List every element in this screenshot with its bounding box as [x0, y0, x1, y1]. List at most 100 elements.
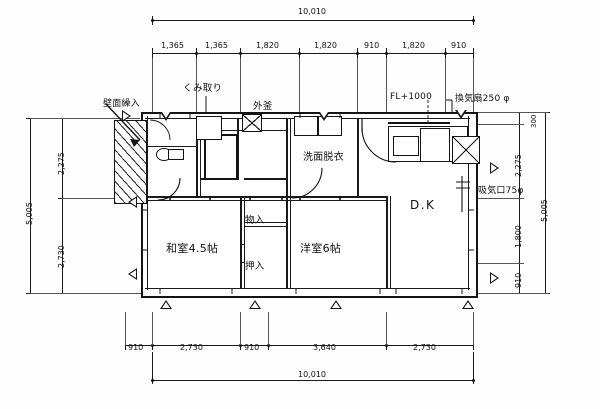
- right-dim-1: 300: [530, 114, 538, 128]
- bottom-overall-dim-label: 10,010: [298, 370, 326, 379]
- dim-endpoint: [385, 344, 388, 347]
- extension-line: [445, 58, 446, 112]
- extension-line: [474, 263, 524, 264]
- closet-divider: [244, 222, 286, 223]
- dim-endpoint: [151, 19, 154, 22]
- level-marker-bottom-1: [160, 300, 172, 309]
- toilet-tank: [168, 149, 184, 160]
- level-marker-top-2: [318, 112, 330, 121]
- partition-wall: [286, 118, 288, 196]
- left-dim-2: 2,730: [57, 245, 66, 268]
- top-dim-7: 910: [451, 41, 467, 50]
- extension-line: [30, 118, 140, 119]
- dim-endpoint: [267, 344, 270, 347]
- dim-endpoint: [356, 52, 359, 55]
- room-label-dk: D.K: [410, 198, 436, 212]
- extension-line: [268, 312, 269, 345]
- level-marker-left-1: [128, 196, 137, 208]
- top-dim-1: 1,365: [161, 41, 184, 50]
- partition-wall: [288, 196, 388, 198]
- left-segment-dim-line: [62, 118, 63, 294]
- room-label-washitsu: 和室4.5帖: [166, 242, 219, 255]
- room-label-oshiire: 押入: [245, 261, 265, 272]
- extension-line: [473, 58, 474, 112]
- extension-line: [240, 58, 241, 112]
- extension-line: [474, 124, 524, 125]
- level-marker-bottom-2: [249, 300, 261, 309]
- room-label-yoshitsu: 洋室6帖: [300, 242, 342, 255]
- dim-endpoint: [385, 52, 388, 55]
- extension-line: [470, 112, 548, 113]
- partition-wall: [196, 118, 198, 198]
- leader-line-kankisen: [446, 99, 453, 112]
- counter-backsplash: [388, 122, 450, 124]
- dim-tick: [473, 48, 474, 58]
- right-dim-3: 1,800: [514, 225, 523, 248]
- dim-endpoint: [151, 344, 154, 347]
- outdoor-boiler-symbol: [242, 114, 262, 132]
- wall-inner-line: [145, 288, 470, 289]
- partition-wall-line: [290, 196, 291, 288]
- dim-endpoint: [298, 52, 301, 55]
- dim-endpoint: [151, 379, 154, 382]
- closet-mark: [240, 262, 245, 263]
- extension-line: [357, 58, 358, 112]
- level-marker-left-3: [122, 110, 131, 122]
- partition-wall-line: [290, 118, 291, 196]
- partition-wall: [357, 118, 359, 196]
- cabinet: [294, 116, 318, 136]
- partition-wall: [286, 196, 288, 288]
- level-marker-bottom-3: [330, 300, 342, 309]
- annotation-kyukiko: 吸気口75φ: [478, 186, 524, 196]
- top-dim-6: 1,820: [402, 41, 425, 50]
- partition-wall: [240, 196, 242, 288]
- bathtub: [204, 134, 238, 180]
- right-dim-2: 2,275: [514, 154, 523, 177]
- partition-wall: [237, 118, 239, 180]
- dim-endpoint: [239, 52, 242, 55]
- bottom-dim-5: 2,730: [413, 343, 436, 352]
- right-segment-dim-line: [519, 112, 520, 294]
- level-marker-top-3: [455, 110, 467, 119]
- dim-endpoint: [472, 19, 475, 22]
- level-marker-left-2: [128, 268, 137, 280]
- right-overall-dim-label: 5,005: [540, 199, 549, 222]
- closet-mark: [240, 244, 245, 245]
- partition-wall-line: [200, 118, 201, 198]
- right-dim-4: 910: [514, 272, 523, 288]
- bottom-dim-3: 910: [244, 343, 260, 352]
- extension-line: [473, 312, 474, 345]
- dim-tick: [473, 340, 474, 350]
- top-overall-dim-line: [152, 20, 474, 21]
- partition-wall: [386, 196, 388, 288]
- stove-unit: [420, 128, 450, 162]
- extension-line: [30, 293, 142, 294]
- partition-wall-line: [147, 200, 388, 201]
- extension-line: [152, 58, 153, 112]
- bottom-overall-dim-line: [152, 380, 474, 381]
- top-overall-dim-label: 10,010: [298, 7, 326, 16]
- annotation-kankisen: 換気扇250 φ: [455, 94, 510, 104]
- bottom-dim-4: 3,640: [313, 343, 336, 352]
- toilet-divider: [147, 146, 197, 147]
- dim-tick: [152, 48, 153, 58]
- bottom-dim-1: 910: [128, 343, 144, 352]
- level-marker-top-1: [160, 112, 172, 121]
- dim-tick: [152, 352, 153, 384]
- top-dim-4: 1,820: [314, 41, 337, 50]
- extension-line: [152, 312, 153, 345]
- dim-endpoint: [444, 52, 447, 55]
- partition-wall-line: [244, 196, 245, 288]
- wash-counter: [196, 116, 222, 140]
- top-dim-2: 1,365: [205, 41, 228, 50]
- extension-line: [196, 58, 197, 112]
- room-label-senmen: 洗面脱衣: [303, 152, 344, 163]
- closet-divider: [244, 226, 286, 227]
- wall-inner-line: [147, 116, 148, 290]
- room-label-monoire: 物入: [245, 215, 265, 226]
- dim-endpoint: [195, 52, 198, 55]
- entrance-hatch-area: [114, 120, 147, 204]
- extension-line: [125, 312, 126, 345]
- level-marker-right-1: [490, 162, 499, 174]
